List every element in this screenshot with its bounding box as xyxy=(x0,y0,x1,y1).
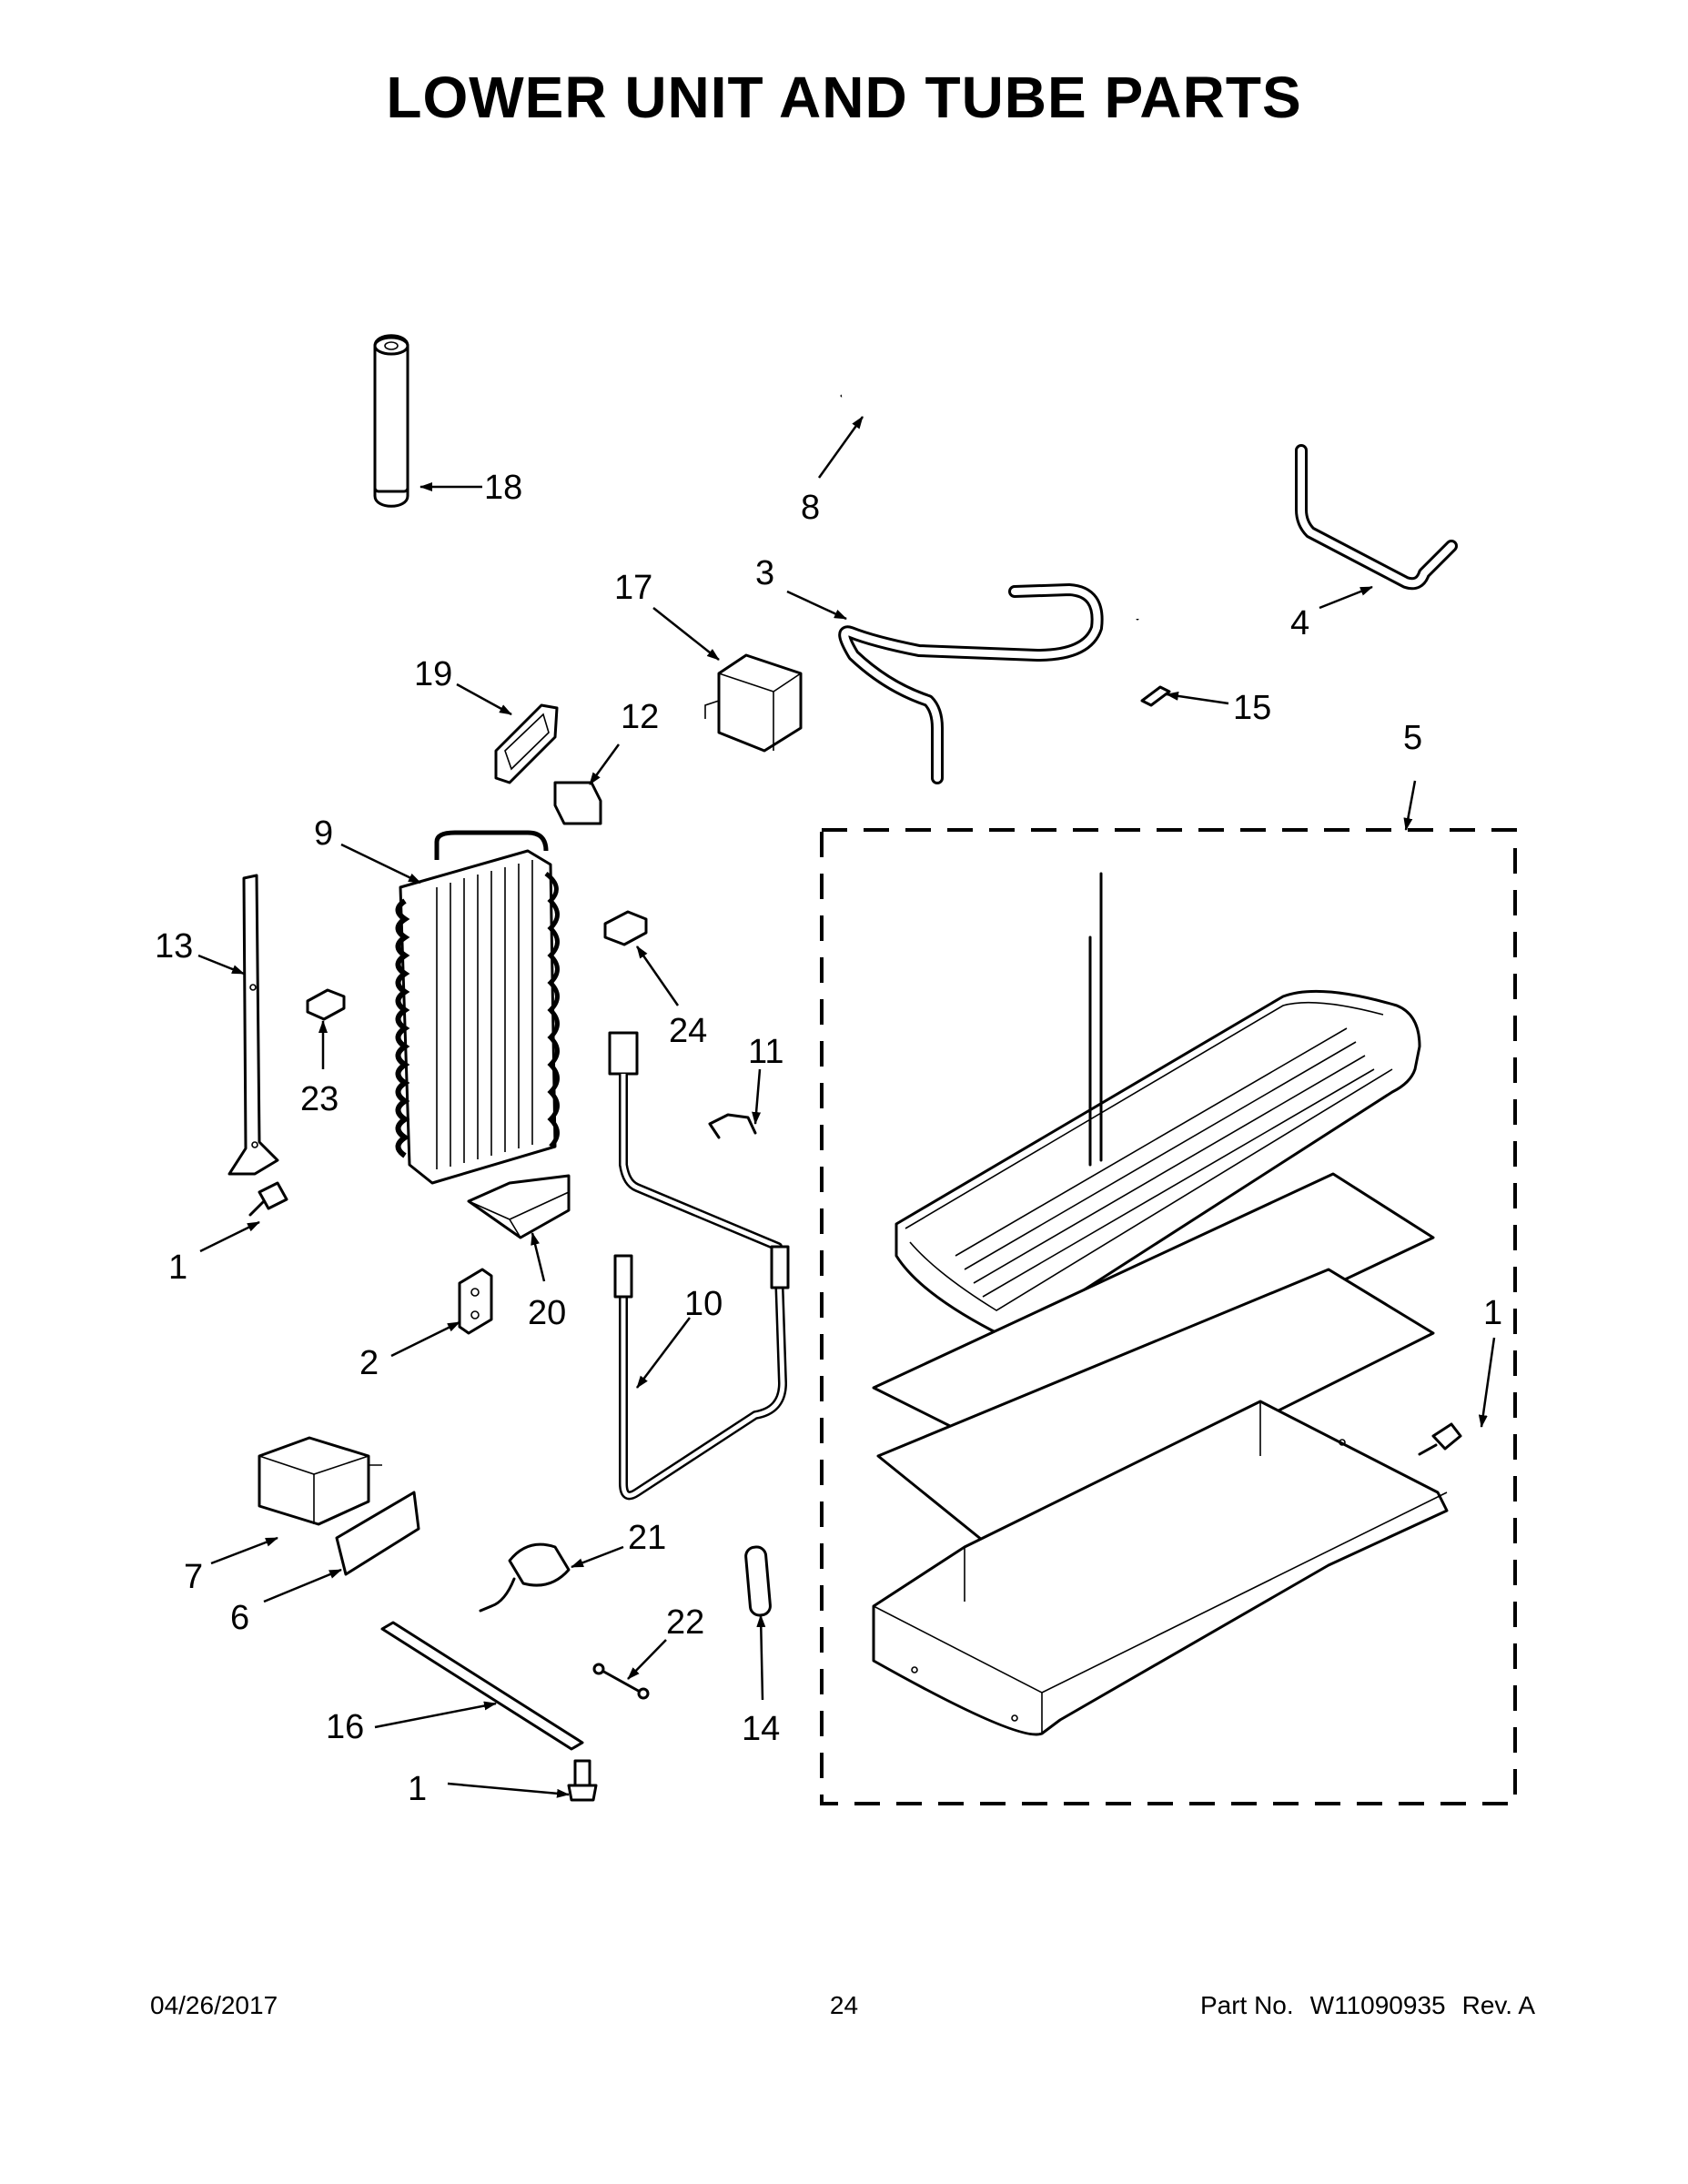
part-7-bracket-box xyxy=(258,1436,382,1526)
callout-24: 24 xyxy=(669,1012,707,1050)
callout-5: 5 xyxy=(1403,719,1422,757)
callout-23: 23 xyxy=(300,1080,339,1118)
leader-lines xyxy=(197,416,1496,1798)
callout-1-right: 1 xyxy=(1483,1294,1502,1332)
callout-19: 19 xyxy=(414,655,452,693)
callout-9: 9 xyxy=(314,814,333,853)
callout-8: 8 xyxy=(801,489,820,527)
part-5-drain-pan xyxy=(895,872,1421,1335)
callout-16: 16 xyxy=(326,1708,364,1746)
callout-15: 15 xyxy=(1233,689,1271,727)
part-10-wire-harness xyxy=(608,1031,790,1501)
callout-18: 18 xyxy=(484,469,522,507)
callout-3: 3 xyxy=(755,554,774,592)
callout-7: 7 xyxy=(184,1558,203,1596)
callout-13: 13 xyxy=(155,927,193,966)
footer-part-number: Part No. W11090935 Rev. A xyxy=(1200,1991,1535,2020)
part-9-evaporator xyxy=(395,830,560,1185)
callout-20: 20 xyxy=(528,1294,566,1332)
part-5-pad-bottom xyxy=(876,1268,1435,1553)
part-2-bracket xyxy=(458,1268,493,1335)
part-15-clip xyxy=(1140,685,1171,707)
part-23-pad xyxy=(306,988,346,1021)
callout-1-bottom: 1 xyxy=(408,1770,427,1808)
callout-17: 17 xyxy=(614,569,652,607)
callout-4: 4 xyxy=(1290,604,1309,642)
part-18-cylinder xyxy=(373,334,409,508)
part-1-screw-a xyxy=(248,1181,288,1217)
callout-12: 12 xyxy=(621,698,659,736)
part-1-screw-b xyxy=(567,1759,598,1802)
callout-21: 21 xyxy=(628,1519,666,1557)
part-3-tube xyxy=(838,583,1104,784)
callout-11: 11 xyxy=(748,1033,783,1071)
part-no-label: Part No. xyxy=(1199,1991,1294,2019)
part-13-bracket xyxy=(227,874,279,1176)
callout-2: 2 xyxy=(359,1344,379,1382)
part-17-bracket xyxy=(704,653,803,753)
callout-22: 22 xyxy=(666,1603,704,1642)
part-22-strap xyxy=(592,1663,650,1700)
part-20-sheet xyxy=(467,1174,571,1239)
part-5-assembly-outline xyxy=(820,828,1517,1805)
callout-labels: 18 8 3 4 15 5 17 19 12 9 13 23 24 11 1 2… xyxy=(155,469,1502,1808)
callout-1-left: 1 xyxy=(168,1249,187,1287)
footer-date: 04/26/2017 xyxy=(150,1991,278,2019)
part-21-sensor xyxy=(479,1542,571,1613)
callout-6: 6 xyxy=(230,1599,249,1637)
revision: Rev. A xyxy=(1461,1991,1535,2019)
part-8-tube xyxy=(840,310,1141,621)
callout-14: 14 xyxy=(742,1710,780,1748)
part-5-housing xyxy=(872,1400,1449,1736)
footer-page-number: 24 xyxy=(829,1991,859,2019)
part-19-plate xyxy=(494,703,559,784)
part-24-pad xyxy=(603,910,648,946)
part-14-tube xyxy=(744,1545,772,1617)
callout-10: 10 xyxy=(684,1285,723,1323)
part-16-strip xyxy=(380,1621,584,1751)
part-6-plate xyxy=(335,1491,420,1576)
page-title: LOWER UNIT AND TUBE PARTS xyxy=(386,65,1302,130)
part-1-screw-c xyxy=(1418,1422,1462,1456)
part-no-value: W11090935 xyxy=(1309,1991,1446,2019)
part-4-tube xyxy=(1295,444,1458,591)
part-12-bracket xyxy=(553,781,602,825)
part-11-clip xyxy=(708,1113,757,1139)
